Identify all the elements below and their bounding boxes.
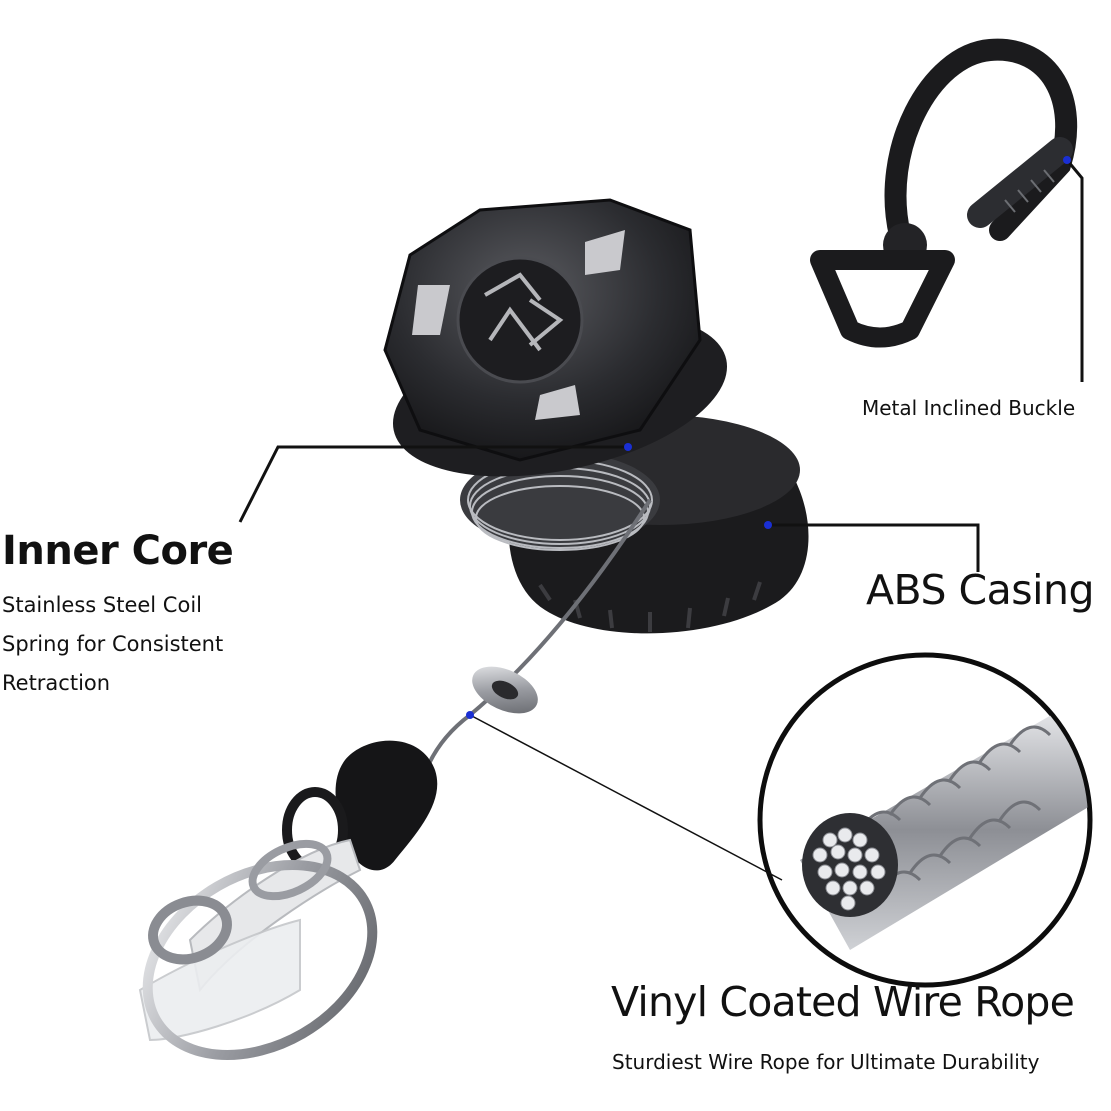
buckle-loop: [884, 38, 1078, 246]
wire-coil-strands: [467, 459, 653, 551]
wire-rope-dot: [466, 711, 474, 719]
buckle-title: Metal Inclined Buckle: [862, 396, 1076, 420]
abs-casing-dot: [764, 521, 772, 529]
abs-casing-leader: [768, 523, 980, 572]
inner-core-dot: [624, 443, 632, 451]
cap-light-panel: [585, 230, 625, 275]
wire-rope-description: Sturdiest Wire Rope for Ultimate Durabil…: [612, 1050, 1040, 1074]
logo-chevron-icon: [484, 272, 564, 352]
snap-button: [148, 895, 232, 965]
buckle-triangle-ring: [810, 250, 955, 348]
metal-buckle: [810, 38, 1078, 348]
rope-twist-lines: [858, 725, 1052, 891]
inner-core-title: Inner Core: [2, 528, 234, 574]
inner-core-description: Stainless Steel Coil Spring for Consiste…: [2, 593, 224, 695]
cap-light-panel: [412, 285, 450, 335]
wire-rope-closeup: [757, 652, 1093, 988]
buckle-gate: [967, 137, 1073, 228]
cap-center-disc: [456, 256, 584, 384]
buckle-gate-threads: [1004, 169, 1055, 213]
small-ring: [248, 839, 332, 901]
wire-stopper: [472, 666, 538, 714]
wire-rope-leader: [469, 714, 783, 881]
rope-strand-ends: [812, 827, 886, 911]
cap-light-panel: [535, 385, 580, 420]
split-ring: [142, 860, 378, 1060]
abs-casing-title: ABS Casing: [866, 566, 1095, 614]
leader-lines: [238, 159, 1084, 881]
pointer-dots: [466, 156, 1071, 719]
rubber-grip: [335, 740, 438, 871]
wire-rope-title: Vinyl Coated Wire Rope: [611, 978, 1075, 1026]
casing-ridges: [538, 581, 762, 632]
reel-body: [383, 198, 809, 634]
inner-core-leader: [238, 445, 628, 523]
keyring-assembly: [138, 740, 438, 1060]
buckle-leader: [1065, 159, 1084, 382]
buckle-dot: [1063, 156, 1071, 164]
